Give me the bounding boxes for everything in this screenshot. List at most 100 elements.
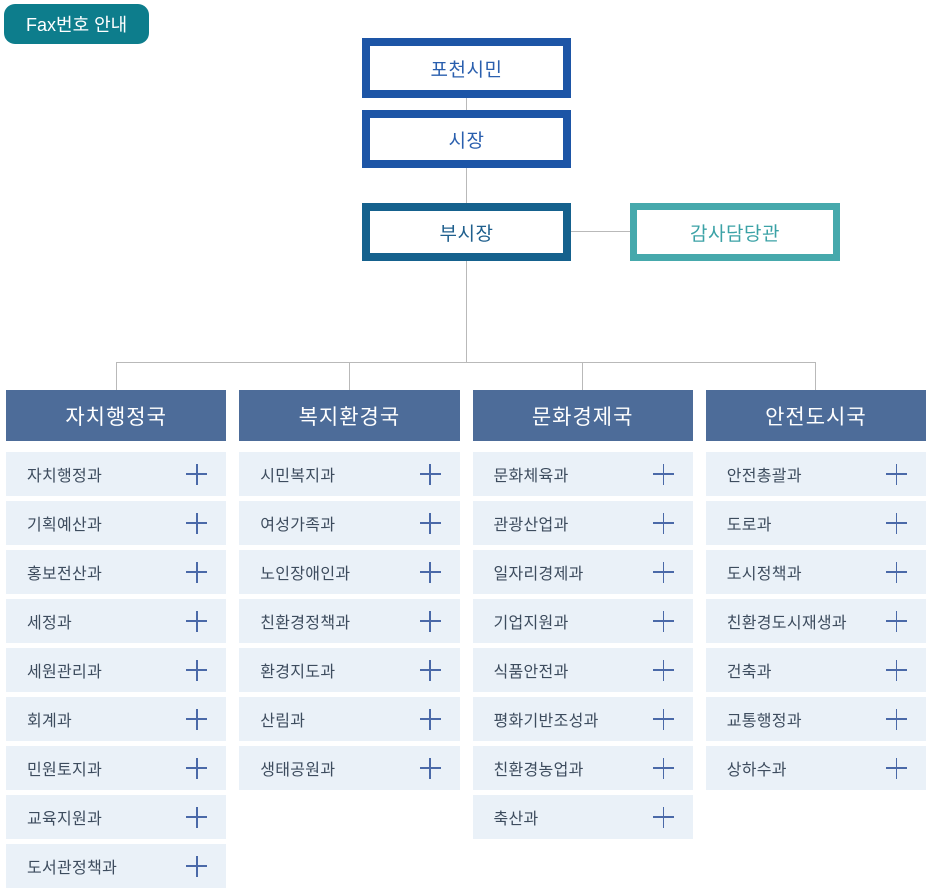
department-label: 생태공원과 xyxy=(260,762,336,779)
expand-plus-icon[interactable] xyxy=(186,855,208,877)
department-item[interactable]: 세정과 xyxy=(6,599,227,643)
department-item[interactable]: 산림과 xyxy=(239,697,460,741)
department-label: 도시정책과 xyxy=(726,566,802,583)
department-label: 자치행정과 xyxy=(27,468,103,485)
expand-plus-icon[interactable] xyxy=(419,463,441,485)
department-item[interactable]: 건축과 xyxy=(705,648,926,692)
expand-plus-icon[interactable] xyxy=(652,757,674,779)
department-item[interactable]: 평화기반조성과 xyxy=(472,697,693,741)
expand-plus-icon[interactable] xyxy=(186,561,208,583)
expand-plus-icon[interactable] xyxy=(186,659,208,681)
expand-plus-icon[interactable] xyxy=(886,561,907,583)
expand-plus-icon[interactable] xyxy=(652,708,674,730)
department-label: 교통행정과 xyxy=(726,713,802,730)
department-label: 도로과 xyxy=(726,517,772,534)
expand-plus-icon[interactable] xyxy=(186,806,208,828)
connector-stub-division-4 xyxy=(815,362,816,390)
division-header: 자치행정국 xyxy=(6,390,227,441)
expand-plus-icon[interactable] xyxy=(186,708,208,730)
department-item[interactable]: 안전총괄과 xyxy=(705,452,926,496)
department-item[interactable]: 홍보전산과 xyxy=(6,550,227,594)
expand-plus-icon[interactable] xyxy=(652,806,674,828)
department-label: 회계과 xyxy=(27,713,73,730)
node-mayor: 시장 xyxy=(362,110,571,168)
expand-plus-icon[interactable] xyxy=(886,512,907,534)
department-label: 기획예산과 xyxy=(27,517,103,534)
expand-plus-icon[interactable] xyxy=(186,610,208,632)
department-label: 산림과 xyxy=(260,713,306,730)
department-item[interactable]: 교통행정과 xyxy=(705,697,926,741)
department-item[interactable]: 세원관리과 xyxy=(6,648,227,692)
department-item[interactable]: 친환경정책과 xyxy=(239,599,460,643)
department-item[interactable]: 교육지원과 xyxy=(6,795,227,839)
department-label: 축산과 xyxy=(493,811,539,828)
expand-plus-icon[interactable] xyxy=(652,561,674,583)
expand-plus-icon[interactable] xyxy=(652,512,674,534)
expand-plus-icon[interactable] xyxy=(186,757,208,779)
connector-vice-divisions xyxy=(466,261,467,362)
connector-mayor-vice xyxy=(466,168,467,203)
department-item[interactable]: 시민복지과 xyxy=(239,452,460,496)
connector-tree-horizontal xyxy=(116,362,816,363)
department-item[interactable]: 축산과 xyxy=(472,795,693,839)
expand-plus-icon[interactable] xyxy=(419,610,441,632)
expand-plus-icon[interactable] xyxy=(886,757,907,779)
node-vice-mayor: 부시장 xyxy=(362,203,571,261)
fax-number-button[interactable]: Fax번호 안내 xyxy=(4,4,150,44)
department-label: 친환경농업과 xyxy=(493,762,584,779)
department-item[interactable]: 기업지원과 xyxy=(472,599,693,643)
division-header: 문화경제국 xyxy=(472,390,693,441)
division-header: 복지환경국 xyxy=(239,390,460,441)
department-label: 안전총괄과 xyxy=(726,468,802,485)
department-item[interactable]: 생태공원과 xyxy=(239,746,460,790)
department-item[interactable]: 노인장애인과 xyxy=(239,550,460,594)
department-item[interactable]: 문화체육과 xyxy=(472,452,693,496)
expand-plus-icon[interactable] xyxy=(652,463,674,485)
expand-plus-icon[interactable] xyxy=(419,708,441,730)
department-item[interactable]: 여성가족과 xyxy=(239,501,460,545)
expand-plus-icon[interactable] xyxy=(419,561,441,583)
department-label: 세정과 xyxy=(27,615,73,632)
department-item[interactable]: 친환경도시재생과 xyxy=(705,599,926,643)
department-label: 도서관정책과 xyxy=(27,860,118,877)
department-label: 세원관리과 xyxy=(27,664,103,681)
department-item[interactable]: 도서관정책과 xyxy=(6,844,227,888)
department-item[interactable]: 상하수과 xyxy=(705,746,926,790)
department-item[interactable]: 관광산업과 xyxy=(472,501,693,545)
expand-plus-icon[interactable] xyxy=(186,463,208,485)
department-item[interactable]: 기획예산과 xyxy=(6,501,227,545)
department-item[interactable]: 자치행정과 xyxy=(6,452,227,496)
department-item[interactable]: 친환경농업과 xyxy=(472,746,693,790)
department-label: 친환경정책과 xyxy=(260,615,351,632)
expand-plus-icon[interactable] xyxy=(886,659,907,681)
connector-stub-division-3 xyxy=(582,362,583,390)
department-item[interactable]: 일자리경제과 xyxy=(472,550,693,594)
department-label: 문화체육과 xyxy=(493,468,569,485)
expand-plus-icon[interactable] xyxy=(419,757,441,779)
department-item[interactable]: 도로과 xyxy=(705,501,926,545)
expand-plus-icon[interactable] xyxy=(652,610,674,632)
expand-plus-icon[interactable] xyxy=(419,659,441,681)
expand-plus-icon[interactable] xyxy=(886,463,907,485)
expand-plus-icon[interactable] xyxy=(652,659,674,681)
expand-plus-icon[interactable] xyxy=(886,610,907,632)
expand-plus-icon[interactable] xyxy=(886,708,907,730)
connector-stub-division-2 xyxy=(349,362,350,390)
division-header: 안전도시국 xyxy=(705,390,926,441)
department-item[interactable]: 회계과 xyxy=(6,697,227,741)
connector-vice-audit xyxy=(571,231,630,232)
department-label: 기업지원과 xyxy=(493,615,569,632)
node-audit-officer: 감사담당관 xyxy=(630,203,840,261)
department-item[interactable]: 도시정책과 xyxy=(705,550,926,594)
department-item[interactable]: 식품안전과 xyxy=(472,648,693,692)
department-item[interactable]: 환경지도과 xyxy=(239,648,460,692)
expand-plus-icon[interactable] xyxy=(186,512,208,534)
department-item[interactable]: 민원토지과 xyxy=(6,746,227,790)
department-label: 환경지도과 xyxy=(260,664,336,681)
expand-plus-icon[interactable] xyxy=(419,512,441,534)
department-label: 평화기반조성과 xyxy=(493,713,599,730)
